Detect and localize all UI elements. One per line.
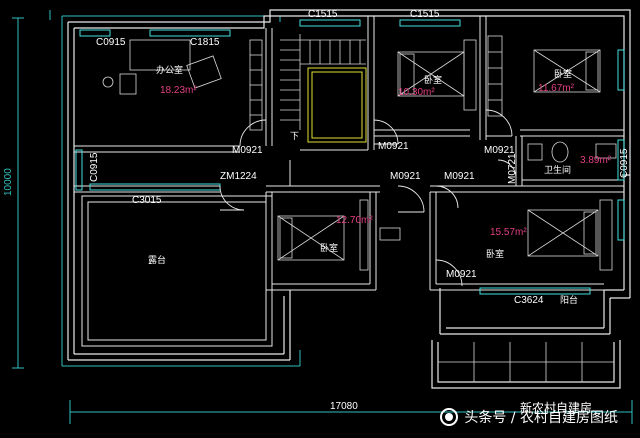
furniture (102, 35, 617, 382)
window-label-c0915-office: C0915 (96, 37, 126, 48)
window-label-c1815-office: C1815 (190, 37, 220, 48)
watermark-text: 头条号 / 农村自建房图纸 (464, 410, 618, 426)
overall-width-dimension: 17080 (330, 401, 358, 412)
room-area-bathroom: 3.89m² (580, 155, 612, 166)
window-label-c0915-right: C0915 (619, 148, 630, 178)
door-label-m0921-bedroom4: M0921 (446, 269, 477, 280)
door-label-zm1224: ZM1224 (220, 171, 257, 182)
watermark-logo-icon (440, 408, 459, 426)
window-label-c3015: C3015 (132, 195, 162, 206)
room-name-office: 办公室 (156, 65, 184, 75)
watermark-brand: 新农村自建房 (520, 401, 593, 415)
window-label-c1515-bedroom: C1515 (410, 9, 440, 20)
room-area-bedroom2: 11.67m² (538, 83, 574, 94)
room-area-bedroom3: 12.70m² (336, 215, 373, 226)
door-label-m0721: M0721 (507, 153, 518, 184)
stair (280, 34, 367, 143)
dimension-lines (12, 10, 633, 424)
room-name-bathroom: 卫生间 (544, 165, 572, 175)
room-name-bedroom2: 卧室 (554, 69, 573, 79)
door-label-m0921-bedroom1: M0921 (378, 141, 409, 152)
door-label-m0921-bedroom2: M0921 (484, 145, 515, 156)
interior-walls (74, 16, 624, 347)
window-label-c0915-left: C0915 (89, 152, 100, 182)
door-label-m0921-mid-right: M0921 (444, 171, 475, 182)
room-name-terrace: 露台 (148, 255, 167, 265)
room-name-bedroom3: 卧室 (320, 243, 339, 253)
overall-depth-dimension: 10000 (3, 168, 14, 196)
watermark: 头条号 / 农村自建房图纸 (434, 404, 628, 430)
doors (219, 109, 517, 287)
room-area-office: 18.23m² (160, 85, 197, 96)
stair-direction-label: 下 (290, 131, 300, 141)
room-name-bedroom1: 卧室 (424, 75, 443, 85)
door-label-m0921-mid-left: M0921 (390, 171, 421, 182)
window-label-c3624: C3624 (514, 295, 544, 306)
windows (75, 19, 625, 295)
room-area-bedroom4: 15.57m² (490, 227, 527, 238)
room-area-bedroom1: 10.30m² (398, 87, 435, 98)
room-name-balcony: 阳台 (560, 295, 579, 305)
door-label-m0921-office: M0921 (232, 145, 263, 156)
window-label-c1515-stair: C1515 (308, 9, 338, 20)
room-name-bedroom4: 卧室 (486, 249, 505, 259)
